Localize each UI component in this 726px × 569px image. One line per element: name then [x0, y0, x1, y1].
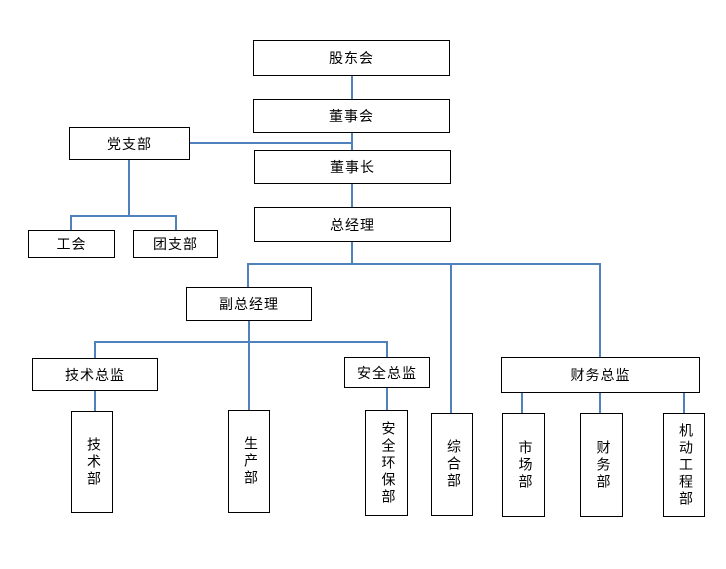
edge-shareholders-board	[351, 76, 353, 99]
edge-deputy-gm-production-stem	[248, 321, 250, 410]
edge-safety-director-drop	[386, 341, 388, 357]
edge-deputy-gm-drop	[247, 263, 249, 287]
node-chairman: 董事长	[254, 150, 451, 184]
node-party-branch: 党支部	[69, 127, 190, 160]
edge-gm-stem	[351, 242, 353, 264]
node-technical-director: 技术总监	[32, 358, 158, 391]
node-production-dept: 生产部	[228, 410, 270, 513]
edge-party-children-rail	[70, 215, 176, 217]
edge-general-affairs-drop	[450, 263, 452, 413]
node-marketing-dept: 市场部	[502, 413, 545, 517]
edge-marketing-dept-drop	[521, 393, 523, 413]
node-deputy-general-manager: 副总经理	[186, 287, 312, 321]
edge-youth-league-drop	[175, 215, 177, 230]
edge-chairman-gm	[351, 184, 353, 207]
edge-gm-rail	[247, 263, 600, 265]
node-technology-dept: 技术部	[71, 411, 113, 513]
node-safety-environment-dept: 安全环保部	[365, 410, 408, 516]
edge-mechanical-dept-drop	[683, 393, 685, 413]
node-general-manager: 总经理	[254, 207, 451, 242]
node-youth-league-branch: 团支部	[133, 230, 218, 258]
node-finance-director: 财务总监	[501, 357, 700, 393]
edge-finance-dept-drop	[599, 393, 601, 413]
node-safety-director: 安全总监	[344, 357, 430, 388]
edge-labor-union-drop	[70, 215, 72, 230]
node-finance-dept: 财务部	[580, 413, 623, 517]
node-labor-union: 工会	[28, 230, 115, 258]
node-mechanical-engineering-dept: 机动工程部	[663, 413, 705, 517]
edge-finance-director-drop	[599, 263, 601, 357]
edge-technology-dept-drop	[94, 391, 96, 411]
edge-party-branch-stem	[128, 160, 130, 216]
node-shareholders-meeting: 股东会	[253, 40, 450, 76]
edge-safety-env-dept-drop	[386, 388, 388, 410]
node-board-of-directors: 董事会	[253, 99, 450, 133]
edge-board-chairman	[351, 133, 353, 150]
edge-party-branch-mainline	[190, 142, 351, 144]
edge-technical-director-drop	[94, 341, 96, 358]
edge-deputy-gm-rail	[94, 341, 387, 343]
node-general-affairs-dept: 综合部	[431, 413, 473, 516]
